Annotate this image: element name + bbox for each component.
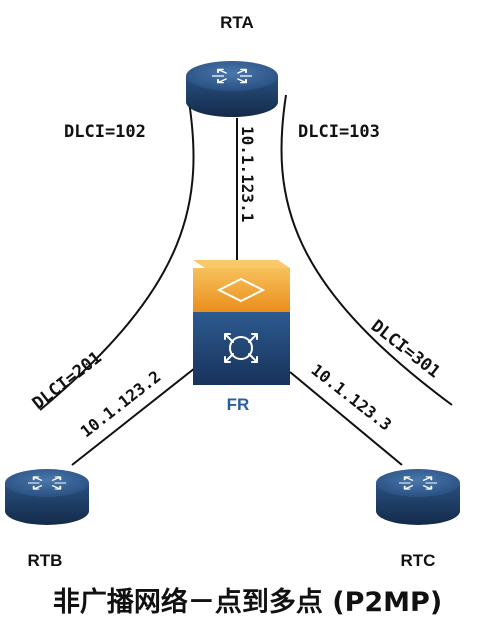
dlci-102-label: DLCI=102 bbox=[64, 122, 146, 142]
router-rta[interactable] bbox=[186, 61, 278, 117]
link-fr-rtc bbox=[289, 371, 403, 466]
link-fr-rtb bbox=[71, 367, 196, 466]
dlci-301-label: DLCI=301 bbox=[367, 316, 444, 382]
diamond-icon bbox=[216, 277, 266, 303]
vc-rta-rtc bbox=[280, 94, 453, 406]
ip-rta-label: 10.1.123.1 bbox=[238, 126, 257, 222]
fr-label: FR bbox=[227, 395, 250, 414]
rtb-label: RTB bbox=[28, 551, 63, 570]
router-rtc[interactable] bbox=[376, 469, 460, 525]
dlci-103-label: DLCI=103 bbox=[298, 122, 380, 142]
dlci-201-label: DLCI=201 bbox=[29, 348, 106, 414]
diagram-caption: 非广播网络－点到多点 (P2MP) bbox=[52, 587, 443, 618]
ip-rtb-label: 10.1.123.2 bbox=[77, 367, 165, 441]
router-rtb[interactable] bbox=[5, 469, 89, 525]
rtc-label: RTC bbox=[401, 551, 436, 570]
vc-rta-rtb bbox=[39, 94, 195, 411]
switch-arrows-icon bbox=[224, 333, 258, 363]
fr-switch[interactable] bbox=[193, 260, 290, 385]
rta-label: RTA bbox=[220, 13, 254, 32]
